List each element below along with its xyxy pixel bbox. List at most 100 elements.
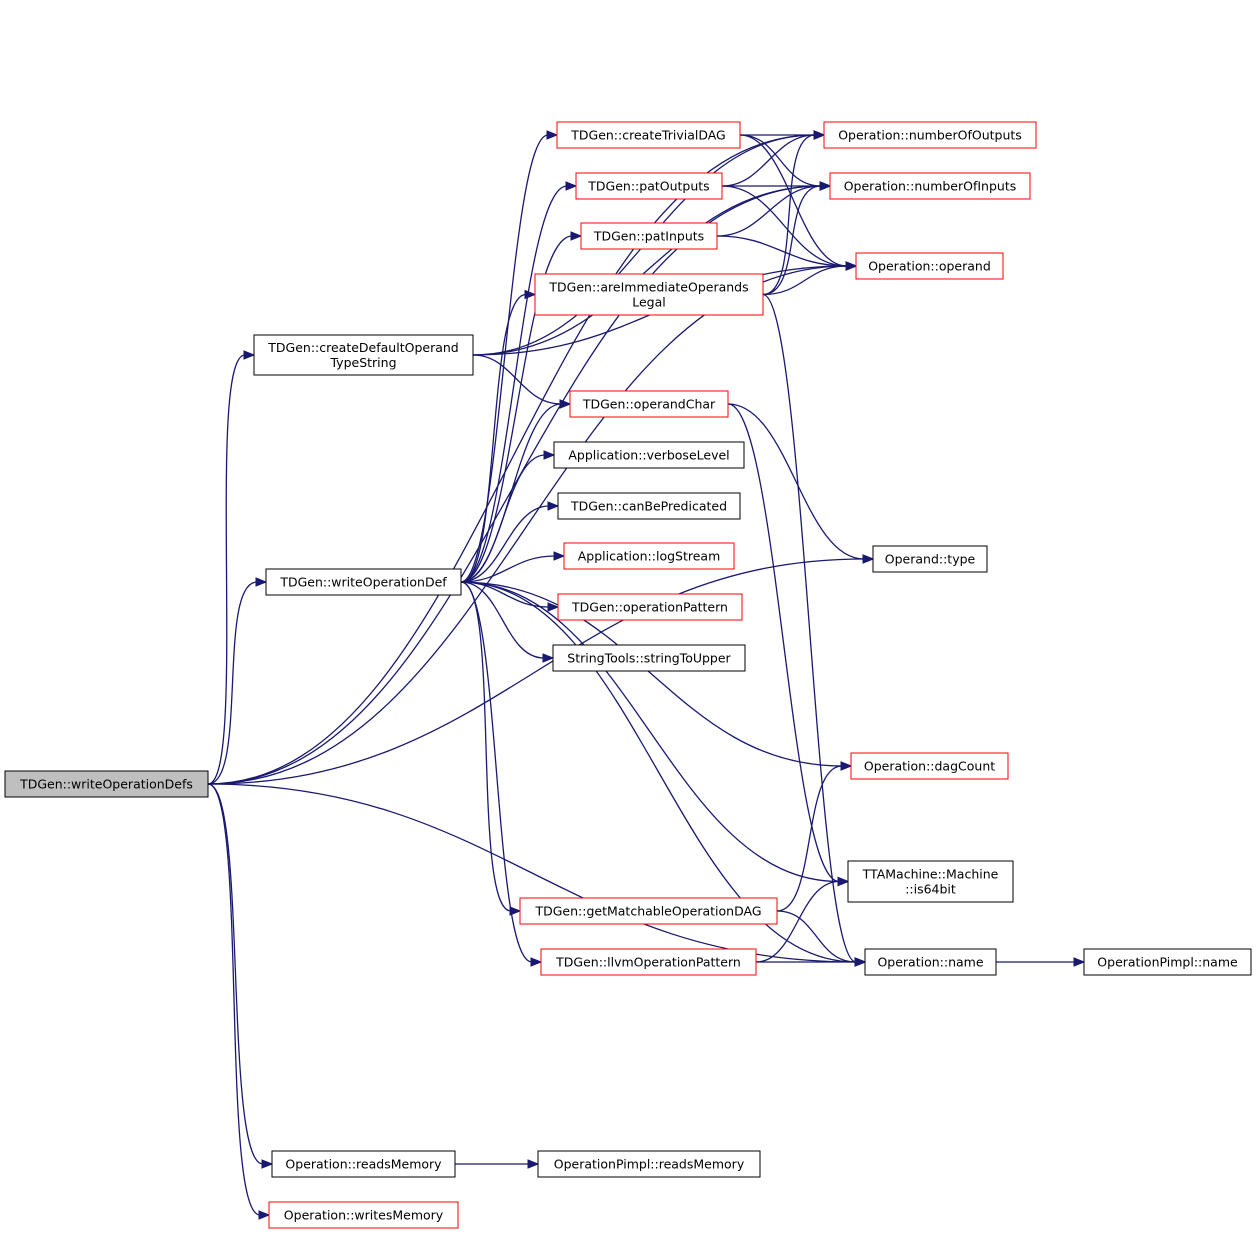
edge-create-trivial-dag-to-operand xyxy=(739,134,858,271)
edge-write-operation-def-to-pat-outputs xyxy=(460,181,578,583)
node-box xyxy=(569,390,729,418)
node-label: Operation::operand xyxy=(868,259,991,274)
node-writes-memory[interactable]: Operation::writesMemory xyxy=(268,1201,459,1229)
node-box xyxy=(557,593,743,621)
node-label: Operation::writesMemory xyxy=(284,1208,444,1223)
node-box xyxy=(253,334,474,376)
edge-line xyxy=(762,134,816,296)
node-operation-pattern[interactable]: TDGen::operationPattern xyxy=(557,593,743,621)
arrowhead xyxy=(565,181,578,191)
edge-line xyxy=(207,783,261,1216)
edge-line xyxy=(716,235,848,267)
edge-line xyxy=(739,134,822,187)
arrowhead xyxy=(547,602,560,612)
node-operand-type[interactable]: Operand::type xyxy=(872,545,988,573)
node-box xyxy=(829,172,1031,200)
node-label: TDGen::areImmediateOperands xyxy=(548,280,748,295)
edge-line xyxy=(762,265,848,296)
node-box xyxy=(265,568,462,596)
node-create-trivial-dag[interactable]: TDGen::createTrivialDAG xyxy=(556,121,741,149)
node-dag-count[interactable]: Operation::dagCount xyxy=(850,752,1009,780)
edge-line xyxy=(460,134,549,583)
edge-write-operation-def-to-pat-inputs xyxy=(460,231,583,583)
node-box xyxy=(557,492,741,520)
node-can-be-predicated[interactable]: TDGen::canBePredicated xyxy=(557,492,741,520)
node-label: TDGen::operandChar xyxy=(582,397,716,412)
edge-line xyxy=(460,185,568,583)
node-box xyxy=(519,897,778,925)
edge-line xyxy=(207,581,258,785)
arrowhead xyxy=(543,450,556,460)
edge-write-operation-def-to-is64bit xyxy=(460,581,850,887)
node-box xyxy=(556,121,741,149)
edge-line xyxy=(460,581,512,912)
edge-line xyxy=(460,581,843,767)
node-operand[interactable]: Operation::operand xyxy=(855,252,1004,280)
node-is64bit[interactable]: TTAMachine::Machine::is64bit xyxy=(847,860,1014,903)
node-label: TDGen::createDefaultOperand xyxy=(267,340,458,355)
node-number-of-outputs[interactable]: Operation::numberOfOutputs xyxy=(823,121,1037,149)
edge-line xyxy=(207,783,857,963)
arrowhead xyxy=(837,876,850,887)
nodes-layer: TDGen::writeOperationDefs TDGen::createDe… xyxy=(4,121,1252,1229)
edge-line xyxy=(727,403,865,560)
node-number-of-inputs[interactable]: Operation::numberOfInputs xyxy=(829,172,1031,200)
edge-root-to-number-of-inputs xyxy=(207,181,832,785)
edge-create-default-operand-type-string-to-number-of-inputs xyxy=(472,181,832,356)
node-box xyxy=(823,121,1037,149)
node-label: TDGen::operationPattern xyxy=(571,600,728,615)
arrowhead xyxy=(255,577,268,587)
edge-get-matchable-operation-dag-to-op-name xyxy=(776,910,867,967)
node-box xyxy=(855,252,1004,280)
node-pimpl-reads-memory[interactable]: OperationPimpl::readsMemory xyxy=(537,1150,761,1178)
node-box xyxy=(1083,948,1252,976)
edge-line xyxy=(739,134,848,267)
edge-are-immediate-operands-legal-to-number-of-inputs xyxy=(762,181,832,296)
edge-line xyxy=(716,185,822,237)
edge-line xyxy=(762,185,822,296)
arrowhead xyxy=(243,350,256,360)
edge-line xyxy=(207,354,246,785)
edge-line xyxy=(727,403,840,883)
edge-line xyxy=(472,354,562,405)
node-label: Operation::dagCount xyxy=(864,759,995,774)
node-label: TDGen::writeOperationDef xyxy=(279,575,447,590)
node-box xyxy=(847,860,1014,903)
node-box xyxy=(553,441,745,469)
node-box xyxy=(872,545,988,573)
edge-write-operation-def-to-log-stream xyxy=(460,551,566,583)
node-get-matchable-operation-dag[interactable]: TDGen::getMatchableOperationDAG xyxy=(519,897,778,925)
node-llvm-operation-pattern[interactable]: TDGen::llvmOperationPattern xyxy=(540,948,757,976)
edge-operand-char-to-is64bit xyxy=(727,403,850,887)
edge-line xyxy=(762,293,857,963)
node-reads-memory[interactable]: Operation::readsMemory xyxy=(271,1150,456,1178)
node-label: TDGen::patOutputs xyxy=(587,179,709,194)
node-pat-inputs[interactable]: TDGen::patInputs xyxy=(580,222,718,250)
node-box xyxy=(271,1150,456,1178)
node-string-to-upper[interactable]: StringTools::stringToUpper xyxy=(552,644,746,672)
arrowhead xyxy=(813,130,826,140)
node-log-stream[interactable]: Application::logStream xyxy=(563,542,735,570)
node-write-operation-def[interactable]: TDGen::writeOperationDef xyxy=(265,568,462,596)
edge-line xyxy=(721,134,816,187)
node-operand-char[interactable]: TDGen::operandChar xyxy=(569,390,729,418)
node-verbose-level[interactable]: Application::verboseLevel xyxy=(553,441,745,469)
node-label: Operation::numberOfOutputs xyxy=(838,128,1022,143)
node-root[interactable]: TDGen::writeOperationDefs xyxy=(4,770,209,798)
arrowhead xyxy=(542,653,555,663)
node-pimpl-name[interactable]: OperationPimpl::name xyxy=(1083,948,1252,976)
node-label: TypeString xyxy=(329,355,396,370)
edge-line xyxy=(460,235,573,583)
node-op-name[interactable]: Operation::name xyxy=(864,948,997,976)
edge-write-operation-def-to-llvm-operation-pattern xyxy=(460,581,543,967)
node-label: TTAMachine::Machine xyxy=(862,867,999,882)
node-label: ::is64bit xyxy=(905,882,956,897)
edge-pat-inputs-to-number-of-inputs xyxy=(716,181,832,237)
node-label: Operation::name xyxy=(877,955,983,970)
edge-operand-char-to-operand-type xyxy=(727,403,875,564)
node-label: OperationPimpl::readsMemory xyxy=(554,1157,745,1172)
node-pat-outputs[interactable]: TDGen::patOutputs xyxy=(575,172,723,200)
